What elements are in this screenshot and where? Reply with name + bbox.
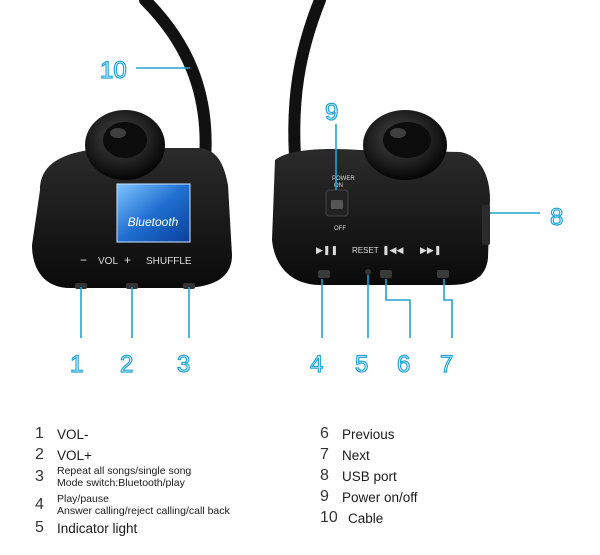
vol-plus-button[interactable] bbox=[126, 283, 138, 289]
bluetooth-badge: Bluetooth bbox=[128, 215, 179, 229]
callout-5: 5 bbox=[355, 351, 368, 378]
legend-text: Power on/off bbox=[342, 490, 418, 505]
legend-text: Next bbox=[342, 448, 370, 463]
callout-1: 1 bbox=[70, 351, 83, 378]
legend-item-1: 1 VOL- bbox=[35, 425, 89, 443]
legend-right: 6 Previous 7 Next 8 USB port 9 Power on/… bbox=[320, 425, 580, 535]
previous-button[interactable] bbox=[380, 270, 392, 278]
legend-text: VOL- bbox=[57, 427, 89, 442]
legend-item-4: 4 Play/pause Answer calling/reject calli… bbox=[35, 493, 230, 517]
legend-number: 7 bbox=[320, 446, 329, 463]
indicator-light bbox=[365, 269, 371, 275]
callout-4: 4 bbox=[310, 351, 323, 378]
legend-text: USB port bbox=[342, 469, 397, 484]
legend-number: 2 bbox=[35, 446, 44, 463]
callout-lines bbox=[80, 67, 540, 338]
svg-text:VOL: VOL bbox=[98, 256, 118, 267]
legend-item-9: 9 Power on/off bbox=[320, 488, 418, 506]
legend-text: Play/pause bbox=[57, 493, 109, 505]
svg-text:SHUFFLE: SHUFFLE bbox=[146, 256, 192, 267]
callout-7: 7 bbox=[440, 351, 453, 378]
legend-item-2: 2 VOL+ bbox=[35, 446, 92, 464]
callout-8: 8 bbox=[550, 204, 563, 231]
cable-right bbox=[288, 0, 326, 176]
callout-2: 2 bbox=[120, 351, 133, 378]
callout-3: 3 bbox=[177, 351, 190, 378]
legend-number: 1 bbox=[35, 425, 44, 442]
callout-numbers: 1 2 3 4 5 6 7 8 9 10 bbox=[69, 56, 564, 378]
svg-text:POWER: POWER bbox=[332, 176, 355, 182]
legend-number: 9 bbox=[320, 488, 329, 505]
right-earpiece: POWER ON OFF ▶❚❚ RESET ❚◀◀ ▶▶❚ bbox=[272, 110, 490, 285]
legend-number: 6 bbox=[320, 425, 329, 442]
legend-text: Indicator light bbox=[57, 521, 138, 536]
legend-number: 10 bbox=[320, 509, 338, 526]
legend-item-3: 3 Repeat all songs/single song Mode swit… bbox=[35, 465, 191, 489]
svg-text:❚◀◀: ❚◀◀ bbox=[382, 246, 403, 256]
legend-text: Previous bbox=[342, 427, 395, 442]
legend-text: Answer calling/reject calling/call back bbox=[57, 505, 230, 517]
svg-text:OFF: OFF bbox=[334, 226, 346, 232]
legend-text: Repeat all songs/single song bbox=[57, 465, 192, 477]
device-diagram: Bluetooth − VOL + SHUFFLE POWER ON OFF ▶… bbox=[32, 0, 564, 379]
legend-left: 1 VOL- 2 VOL+ 3 Repeat all songs/single … bbox=[35, 425, 305, 555]
next-button[interactable] bbox=[437, 270, 449, 278]
legend-item-5: 5 Indicator light bbox=[35, 519, 137, 537]
callout-10: 10 bbox=[100, 57, 127, 84]
shuffle-button[interactable] bbox=[183, 283, 195, 289]
svg-text:ON: ON bbox=[334, 183, 343, 189]
usb-port[interactable] bbox=[482, 205, 490, 245]
svg-text:▶▶❚: ▶▶❚ bbox=[420, 246, 441, 256]
svg-text:RESET: RESET bbox=[352, 246, 379, 255]
legend-item-8: 8 USB port bbox=[320, 467, 397, 485]
legend-number: 5 bbox=[35, 519, 44, 536]
legend-number: 3 bbox=[35, 468, 44, 485]
legend-item-10: 10 Cable bbox=[320, 509, 383, 527]
legend-text: VOL+ bbox=[57, 448, 92, 463]
legend-item-7: 7 Next bbox=[320, 446, 370, 464]
bluetooth-badge-bg bbox=[116, 183, 191, 243]
legend-text: Cable bbox=[348, 511, 384, 526]
callout-6: 6 bbox=[397, 351, 410, 378]
cable-left bbox=[139, 0, 212, 166]
legend-item-6: 6 Previous bbox=[320, 425, 395, 443]
callout-9: 9 bbox=[325, 99, 338, 126]
svg-text:+: + bbox=[124, 253, 131, 267]
play-pause-button[interactable] bbox=[318, 270, 330, 278]
vol-minus-button[interactable] bbox=[75, 283, 87, 289]
svg-text:▶❚❚: ▶❚❚ bbox=[316, 246, 338, 256]
left-earpiece: Bluetooth − VOL + SHUFFLE bbox=[32, 110, 232, 289]
svg-text:−: − bbox=[80, 253, 87, 267]
legend-text: Mode switch:Bluetooth/play bbox=[57, 477, 185, 489]
legend-number: 8 bbox=[320, 467, 329, 484]
legend-number: 4 bbox=[35, 496, 44, 513]
